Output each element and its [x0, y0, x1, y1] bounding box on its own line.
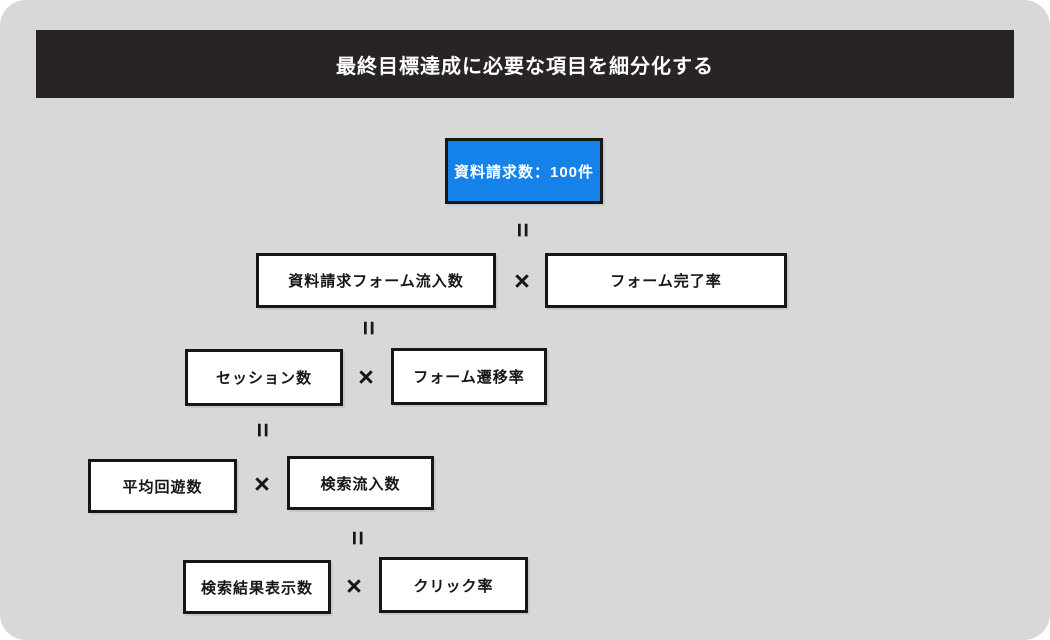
- equals-operator: =: [508, 222, 537, 238]
- factor-box-avg-pages-per-visit: 平均回遊数: [88, 459, 237, 513]
- factor-box-search-impressions: 検索結果表示数: [183, 560, 331, 614]
- equals-operator: =: [248, 422, 277, 438]
- page-title: 最終目標達成に必要な項目を細分化する: [336, 55, 714, 78]
- factor-box-click-rate: クリック率: [379, 557, 528, 613]
- header-banner: 最終目標達成に必要な項目を細分化する: [36, 30, 1014, 98]
- multiply-operator: ×: [514, 265, 530, 296]
- factor-box-form-transition-rate: フォーム遷移率: [391, 348, 547, 405]
- factor-box-form-completion-rate: フォーム完了率: [545, 253, 787, 308]
- factor-box-sessions: セッション数: [185, 349, 343, 406]
- multiply-operator: ×: [346, 570, 362, 601]
- equals-operator: =: [343, 530, 372, 546]
- goal-box: 資料請求数：100件: [445, 138, 603, 204]
- factor-box-search-inflow: 検索流入数: [287, 456, 434, 510]
- multiply-operator: ×: [358, 361, 374, 392]
- factor-box-form-inflow: 資料請求フォーム流入数: [256, 253, 496, 308]
- multiply-operator: ×: [254, 468, 270, 499]
- equals-operator: =: [354, 320, 383, 336]
